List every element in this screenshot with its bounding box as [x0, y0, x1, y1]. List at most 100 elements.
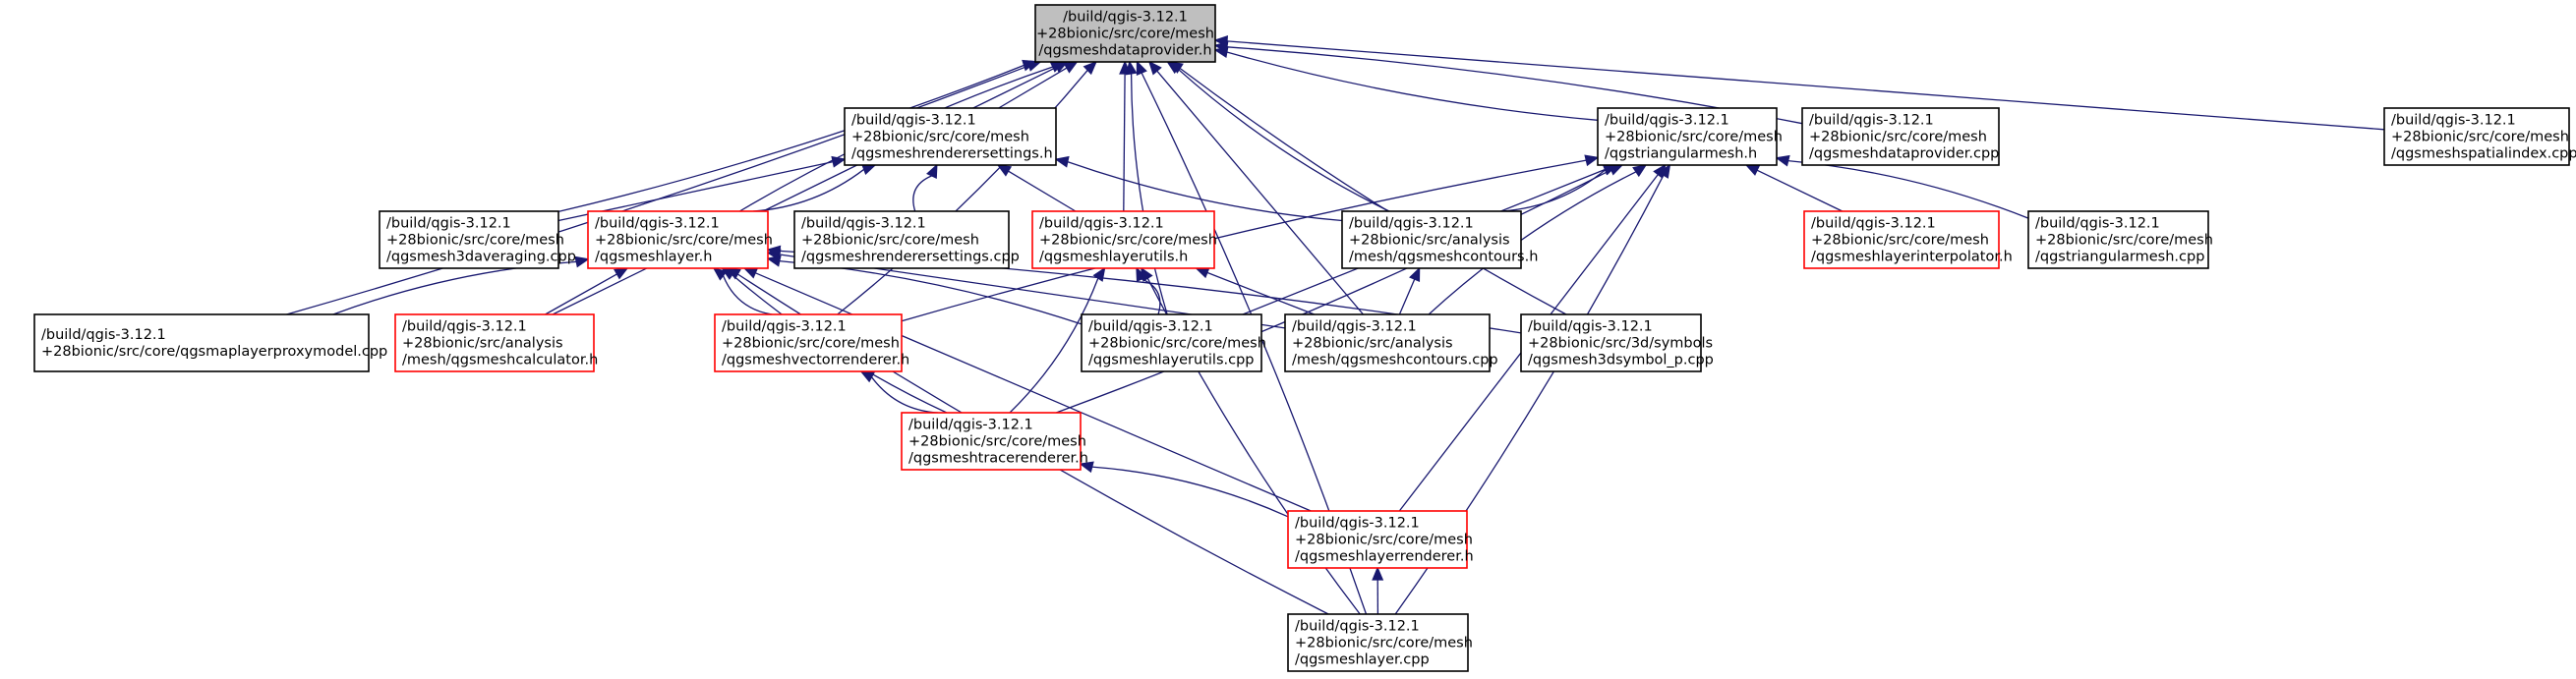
arrow-head: [574, 255, 590, 268]
node-label-line: /build/qgis-3.12.1: [386, 216, 511, 232]
node-box: [714, 313, 903, 372]
arrow-head: [1136, 60, 1147, 76]
file-node-triangularmesh-h[interactable]: /build/qgis-3.12.1+28bionic/src/core/mes…: [1597, 107, 1783, 166]
node-label-line: +28bionic/src/core/mesh: [386, 233, 564, 249]
edge-analysis_contours_cpp-to-layerutils_h: [1195, 267, 1316, 315]
node-label-line: /qgsmeshlayerutils.h: [1039, 250, 1188, 265]
node-label-line: /qgsmeshlayer.h: [595, 250, 712, 265]
node-label-line: +28bionic/src/core/mesh: [801, 233, 979, 249]
edge-analysis_contours_cpp-to-root: [1147, 60, 1364, 315]
node-label-line: /qgsmeshtracerenderer.h: [908, 451, 1088, 467]
node-label-line: /qgsmeshspatialindex.cpp: [2391, 146, 2576, 162]
file-node-proxymodel-cpp[interactable]: /build/qgis-3.12.1+28bionic/src/core/qgs…: [33, 313, 387, 372]
arrow-head: [766, 245, 782, 257]
edge-tracerenderer_h-to-layerutils_h: [1009, 266, 1106, 414]
arrow-head: [1026, 60, 1042, 72]
arrow-head: [1079, 461, 1094, 474]
node-label-line: +28bionic/src/core/mesh: [1295, 533, 1473, 548]
file-node-analysis-contours-h[interactable]: /build/qgis-3.12.1+28bionic/src/analysis…: [1341, 210, 1538, 269]
edge-layerinterpolator_h-to-triangularmesh_h: [1744, 164, 1844, 212]
node-label-line: /qgsmeshdataprovider.h: [1038, 43, 1211, 59]
node-label-line: /build/qgis-3.12.1: [402, 319, 527, 335]
arrow-head: [1195, 267, 1210, 279]
file-node-mesh3daveraging-cpp[interactable]: /build/qgis-3.12.1+28bionic/src/core/mes…: [379, 210, 576, 269]
edge-renderersettings_cpp-to-renderersettings_h: [912, 163, 938, 212]
node-label-line: +28bionic/src/core/mesh: [595, 233, 773, 249]
file-node-meshlayer-h[interactable]: /build/qgis-3.12.1+28bionic/src/core/mes…: [587, 210, 773, 269]
arrow-head: [1147, 60, 1162, 76]
node-box: [1801, 107, 2000, 166]
node-label-line: +28bionic/src/analysis: [1292, 336, 1453, 352]
node-box: [1287, 510, 1468, 569]
file-node-root[interactable]: /build/qgis-3.12.1+28bionic/src/core/mes…: [1034, 4, 1216, 63]
edge-mesh3dsymbol_cpp-to-root: [1168, 61, 1567, 315]
edge-triangularmesh_h-to-root: [1213, 46, 1599, 121]
node-label-line: +28bionic/src/core/mesh: [1295, 636, 1473, 651]
file-node-layerutils-h[interactable]: /build/qgis-3.12.1+28bionic/src/core/mes…: [1031, 210, 1217, 269]
file-node-meshlayer-cpp[interactable]: /build/qgis-3.12.1+28bionic/src/core/mes…: [1287, 613, 1473, 672]
node-label-line: /build/qgis-3.12.1: [2035, 216, 2160, 232]
node-label-line: +28bionic/src/core/mesh: [851, 130, 1029, 145]
edge-vectorrenderer_h-to-triangularmesh_h: [901, 154, 1600, 322]
node-label-line: /build/qgis-3.12.1: [1063, 10, 1188, 26]
node-box: [2027, 210, 2209, 269]
edge-renderersettings_h-to-root: [998, 61, 1079, 109]
file-node-vectorrenderer-h[interactable]: /build/qgis-3.12.1+28bionic/src/core/mes…: [714, 313, 909, 372]
node-label-line: +28bionic/src/core/mesh: [1605, 130, 1783, 145]
arrow-head: [614, 267, 629, 280]
edge-vectorrenderer_h-to-root: [837, 60, 1098, 315]
arrow-head: [1140, 266, 1153, 282]
node-label-line: +28bionic/src/core/mesh: [1809, 130, 1987, 145]
node-label-line: +28bionic/src/core/mesh: [1088, 336, 1266, 352]
file-node-tracerenderer-h[interactable]: /build/qgis-3.12.1+28bionic/src/core/mes…: [901, 412, 1088, 471]
file-node-analysis-contours-cpp[interactable]: /build/qgis-3.12.1+28bionic/src/analysis…: [1284, 313, 1498, 372]
file-node-spatialindex-cpp[interactable]: /build/qgis-3.12.1+28bionic/src/core/mes…: [2383, 107, 2576, 166]
file-node-renderersettings-cpp[interactable]: /build/qgis-3.12.1+28bionic/src/core/mes…: [793, 210, 1020, 269]
arrow-head: [1092, 266, 1106, 282]
node-label-line: /build/qgis-3.12.1: [1292, 319, 1417, 335]
node-label-line: /build/qgis-3.12.1: [595, 216, 720, 232]
node-label-line: /qgsmeshlayer.cpp: [1295, 652, 1430, 668]
arrow-head: [1213, 34, 1229, 47]
file-node-layerrenderer-h[interactable]: /build/qgis-3.12.1+28bionic/src/core/mes…: [1287, 510, 1474, 569]
node-box: [2383, 107, 2570, 166]
file-node-triangularmesh-cpp[interactable]: /build/qgis-3.12.1+28bionic/src/core/mes…: [2027, 210, 2213, 269]
arrow-head: [1632, 164, 1648, 178]
node-label-line: /qgsmesh3daveraging.cpp: [386, 250, 576, 265]
arrow-head: [926, 163, 938, 180]
node-label-line: /build/qgis-3.12.1: [1349, 216, 1474, 232]
node-box: [1341, 210, 1522, 269]
node-label-line: +28bionic/src/core/mesh: [1811, 233, 1989, 249]
file-node-dataprovider-cpp[interactable]: /build/qgis-3.12.1+28bionic/src/core/mes…: [1801, 107, 2000, 166]
node-box: [1520, 313, 1702, 372]
node-label-line: +28bionic/src/core/mesh: [908, 434, 1086, 450]
node-box: [844, 107, 1057, 166]
file-node-layerutils-cpp[interactable]: /build/qgis-3.12.1+28bionic/src/core/mes…: [1081, 313, 1266, 372]
node-box: [1031, 210, 1215, 269]
arrow-head: [861, 163, 877, 176]
edge-meshlayer_h-to-renderersettings_h: [752, 163, 877, 212]
node-label-line: /qgsmeshlayerrenderer.h: [1295, 549, 1474, 565]
arrow-head: [1054, 155, 1070, 168]
arrow-head: [996, 164, 1013, 177]
node-label-line: /qgstriangularmesh.h: [1605, 146, 1757, 162]
node-label-line: /build/qgis-3.12.1: [908, 418, 1033, 433]
arrow-head: [1409, 266, 1421, 282]
edge-layerutils_h-to-root: [1119, 60, 1132, 212]
arrow-head: [712, 266, 728, 281]
node-box: [1284, 313, 1491, 372]
edge-layerrenderer_h-to-meshlayer_h: [742, 267, 1312, 512]
node-label-line: /build/qgis-3.12.1: [722, 319, 847, 335]
arrow-head: [1063, 61, 1079, 74]
edge-spatialindex_cpp-to-root: [1213, 34, 2385, 131]
node-label-line: +28bionic/src/3d/symbols: [1528, 336, 1713, 352]
file-node-calculator-h[interactable]: /build/qgis-3.12.1+28bionic/src/analysis…: [394, 313, 598, 372]
node-label-line: /build/qgis-3.12.1: [1295, 619, 1420, 635]
node-label-line: +28bionic/src/core/mesh: [722, 336, 900, 352]
file-node-mesh3dsymbol-cpp[interactable]: /build/qgis-3.12.1+28bionic/src/3d/symbo…: [1520, 313, 1714, 372]
file-node-layerinterpolator-h[interactable]: /build/qgis-3.12.1+28bionic/src/core/mes…: [1803, 210, 2013, 269]
node-label-line: /qgsmeshrenderersettings.h: [851, 146, 1053, 162]
file-node-renderersettings-h[interactable]: /build/qgis-3.12.1+28bionic/src/core/mes…: [844, 107, 1057, 166]
arrow-head: [1083, 60, 1098, 76]
node-box: [394, 313, 595, 372]
